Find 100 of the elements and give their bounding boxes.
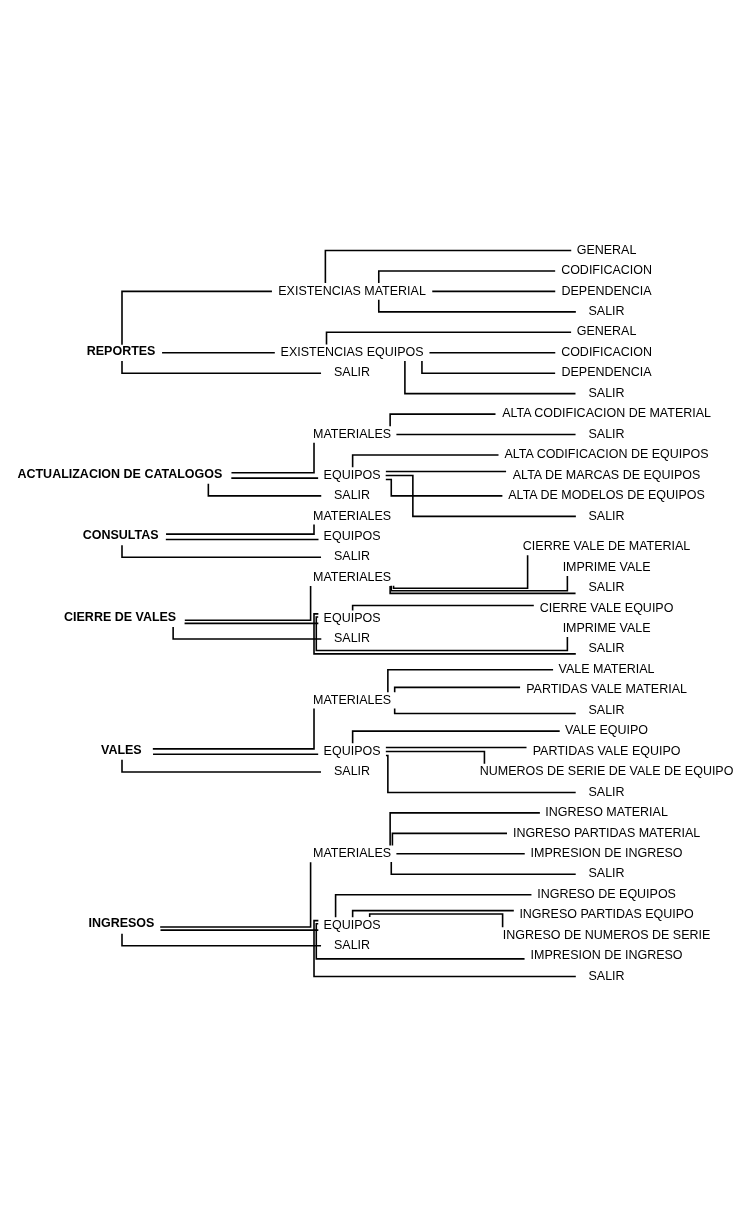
node-text: SALIR [334, 763, 371, 778]
connector [387, 668, 554, 693]
connector [121, 290, 273, 346]
connector [152, 752, 319, 755]
connector [384, 474, 577, 517]
connector [368, 912, 504, 928]
node-text: CODIFICACION [561, 344, 652, 359]
connector [165, 523, 315, 535]
node-text: INGRESO DE NUMEROS DE SERIE [502, 927, 711, 942]
node-text: GENERAL [576, 323, 637, 338]
node-text: CIERRE DE VALES [64, 609, 177, 624]
connector [389, 584, 577, 594]
node-text: INGRESO MATERIAL [545, 804, 668, 819]
connector [390, 860, 577, 875]
connector [390, 574, 569, 592]
node-text: SALIR [334, 630, 371, 645]
node-text: ACTUALIZACION DE CATALOGOS [17, 466, 223, 480]
node-text: IMPRIME VALE [562, 559, 651, 574]
node-text: CIERRE VALE EQUIPO [539, 600, 674, 615]
connector [315, 615, 569, 651]
connector [121, 359, 322, 374]
connector [230, 476, 319, 479]
node-text: ALTA DE MODELOS DE EQUIPOS [508, 487, 705, 502]
node-text: CONSULTAS [82, 527, 159, 542]
connector [315, 922, 526, 960]
connector [428, 351, 557, 354]
node-text: DEPENDENCIA [561, 283, 652, 298]
connector [421, 359, 556, 374]
node-text: SALIR [588, 968, 625, 983]
node-text: MATERIALES [312, 845, 392, 860]
node-text: SALIR [588, 385, 625, 400]
node-text: EQUIPOS [323, 917, 381, 932]
connector [389, 412, 497, 427]
node-text: IMPRESION DE INGRESO [530, 947, 683, 962]
connector [431, 290, 557, 292]
connector [385, 746, 528, 748]
connector [385, 470, 507, 472]
node-text: EQUIPOS [323, 467, 381, 482]
connector [313, 612, 577, 655]
node-text: VALE EQUIPO [565, 722, 649, 737]
node-text: ALTA CODIFICACION DE MATERIAL [502, 405, 711, 420]
node-text: ALTA DE MARCAS DE EQUIPOS [512, 467, 701, 482]
node-text: DEPENDENCIA [561, 364, 652, 379]
connector [184, 584, 312, 621]
connector [385, 750, 486, 764]
node-text: INGRESO PARTIDAS EQUIPO [519, 906, 694, 921]
connector [389, 811, 541, 846]
connector [324, 249, 573, 284]
node-text: SALIR [334, 364, 371, 379]
node-text: IMPRESION DE INGRESO [530, 845, 683, 860]
node-text: CIERRE VALE DE MATERIAL [522, 538, 691, 553]
node-text: EQUIPOS [323, 528, 381, 543]
connector [395, 433, 577, 435]
connector [385, 478, 504, 497]
connector [377, 269, 556, 284]
node-text: MATERIALES [312, 508, 392, 523]
node-text: SALIR [588, 865, 625, 880]
node-text: SALIR [588, 640, 625, 655]
node-text: MATERIALES [312, 426, 392, 441]
connector [165, 538, 320, 540]
connector [207, 482, 323, 497]
connector [404, 359, 577, 394]
connector [351, 909, 515, 918]
node-text: SALIR [588, 303, 625, 318]
node-text: SALIR [334, 548, 371, 563]
node-text: REPORTES [86, 343, 156, 358]
connector [393, 707, 577, 714]
connector [183, 622, 320, 624]
node-text: SALIR [588, 784, 625, 799]
connector [395, 852, 526, 855]
connector [392, 554, 529, 589]
node-text: SALIR [334, 487, 371, 502]
node-text: GENERAL [576, 242, 637, 257]
node-text: MATERIALES [312, 569, 392, 584]
node-text: CODIFICACION [561, 262, 652, 277]
node-text: VALES [100, 742, 142, 757]
connector [230, 441, 315, 474]
node-text: SALIR [588, 508, 625, 523]
connector [159, 928, 320, 931]
connector [334, 893, 533, 918]
node-text: ALTA CODIFICACION DE EQUIPOS [504, 446, 709, 461]
node-text: SALIR [334, 937, 371, 952]
node-text: EXISTENCIAS EQUIPOS [280, 344, 424, 359]
connector [159, 860, 312, 928]
node-text: EXISTENCIAS MATERIAL [278, 283, 426, 298]
node-text: EQUIPOS [323, 610, 381, 625]
connector [313, 919, 577, 977]
connector [393, 686, 521, 693]
node-text: PARTIDAS VALE EQUIPO [532, 743, 681, 758]
node-text: SALIR [588, 702, 625, 717]
node-text: INGRESO PARTIDAS MATERIAL [512, 825, 701, 840]
connector [377, 298, 577, 313]
connector [391, 832, 508, 846]
node-text: INGRESOS [88, 915, 155, 930]
connector [172, 625, 323, 640]
node-text: SALIR [588, 426, 625, 441]
node-text: INGRESO DE EQUIPOS [537, 886, 676, 901]
node-text: SALIR [588, 579, 625, 594]
node-text: NUMEROS DE SERIE DE VALE DE EQUIPO [479, 763, 734, 778]
node-text: EQUIPOS [323, 743, 381, 758]
